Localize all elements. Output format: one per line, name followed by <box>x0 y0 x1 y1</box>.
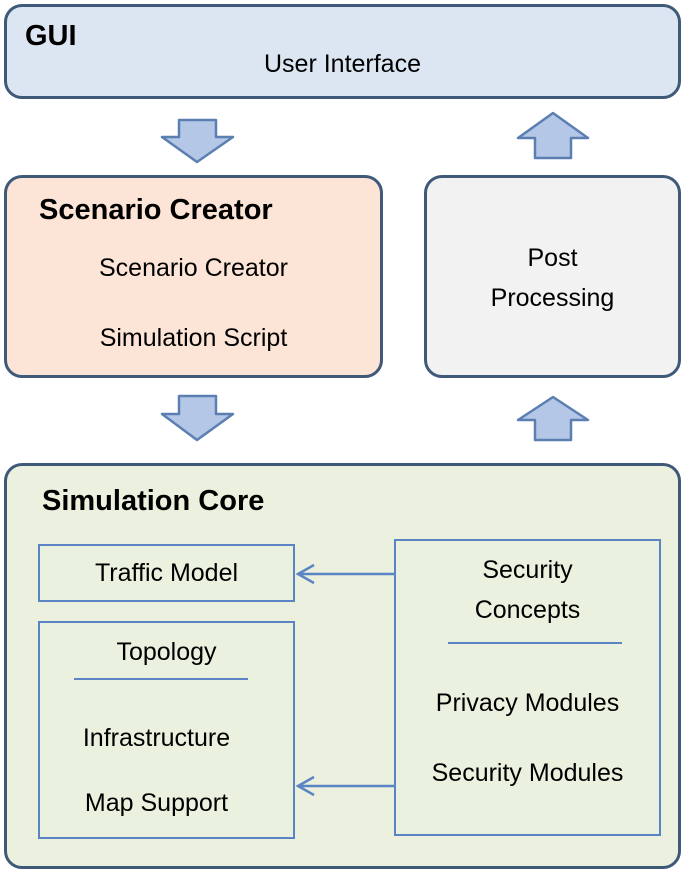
gui-subtitle: User Interface <box>263 50 421 78</box>
gui-box: GUI User Interface <box>4 4 681 99</box>
topology-box: Topology Infrastructure Map Support <box>38 621 295 839</box>
scenario-creator-item: Scenario Creator <box>99 254 288 282</box>
infrastructure-item: Infrastructure <box>82 724 231 752</box>
arrowhead-left-icon <box>295 775 315 797</box>
scenario-creator-box: Scenario Creator Scenario Creator Simula… <box>4 175 383 378</box>
post-processing-line2: Processing <box>490 284 615 312</box>
security-title-line1: Security <box>482 556 573 584</box>
privacy-modules-item: Privacy Modules <box>435 689 620 717</box>
simulation-script-item: Simulation Script <box>99 324 288 352</box>
arrow-down-icon <box>160 394 235 442</box>
security-title-line2: Concepts <box>474 596 581 624</box>
scenario-creator-heading: Scenario Creator <box>39 194 273 226</box>
traffic-model-label: Traffic Model <box>94 559 239 587</box>
simulation-core-heading: Simulation Core <box>42 485 265 517</box>
security-modules-item: Security Modules <box>431 759 624 787</box>
traffic-model-box: Traffic Model <box>38 544 295 602</box>
arrow-up-icon <box>516 395 590 442</box>
gui-heading: GUI <box>25 20 77 52</box>
arrow-up-icon <box>516 111 590 160</box>
map-support-item: Map Support <box>84 789 229 817</box>
security-divider <box>448 642 622 644</box>
topology-divider <box>74 678 248 680</box>
post-processing-line1: Post <box>527 244 578 272</box>
post-processing-box: Post Processing <box>424 175 681 378</box>
arrow-down-icon <box>160 118 235 164</box>
security-concepts-box: Security Concepts Privacy Modules Securi… <box>394 539 661 836</box>
topology-title: Topology <box>116 638 217 666</box>
arrowhead-left-icon <box>295 563 315 585</box>
